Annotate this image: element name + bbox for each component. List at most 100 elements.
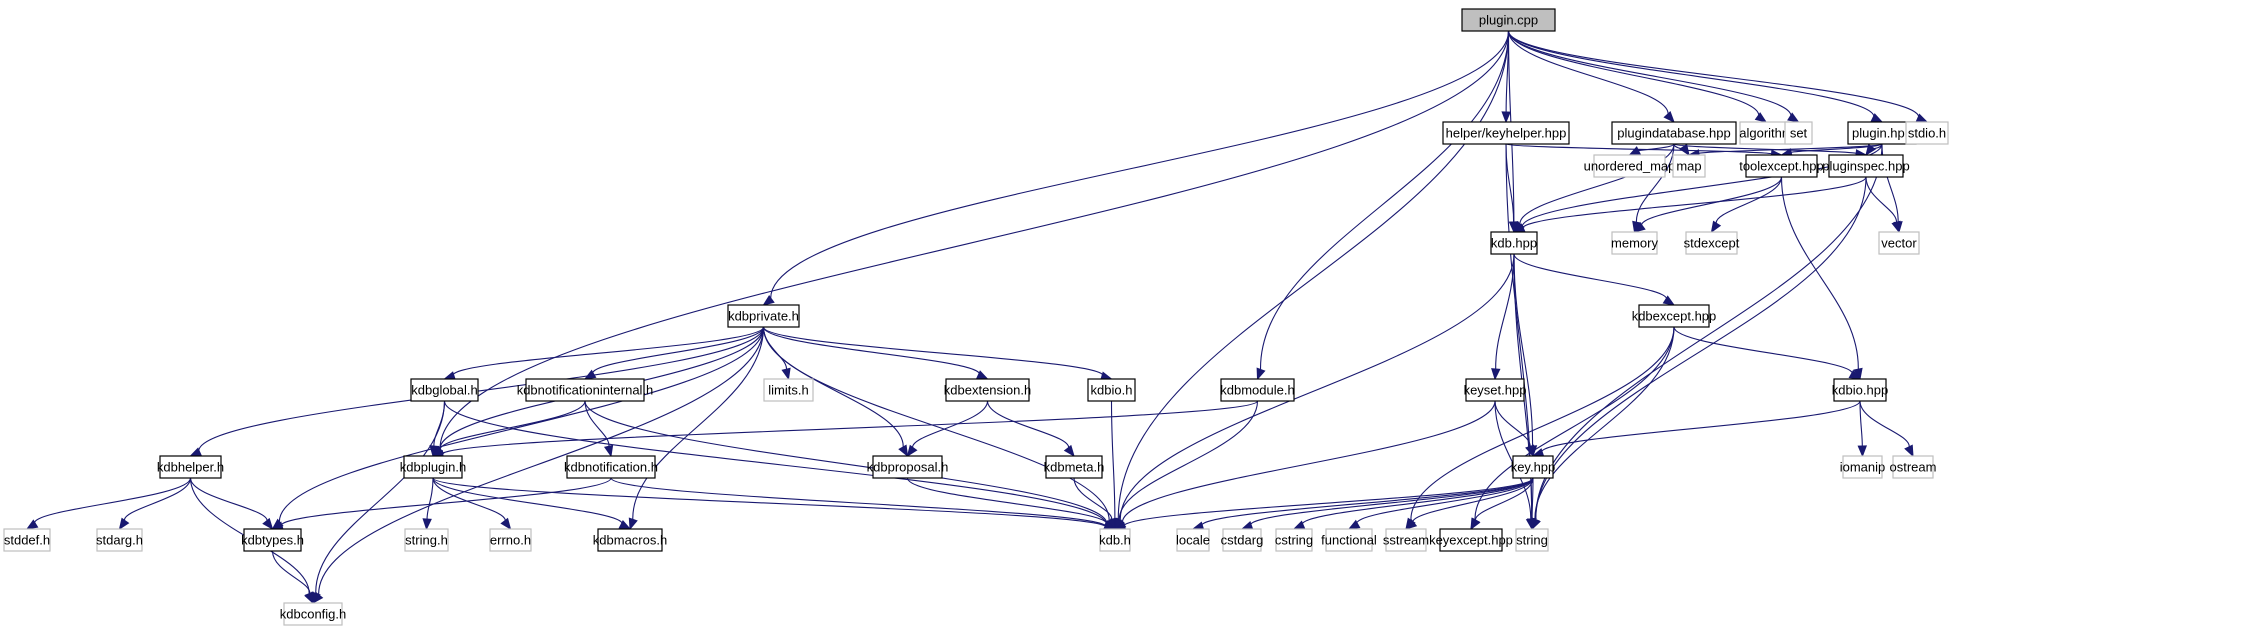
node-kdbprivate[interactable]: kdbprivate.h [727,304,800,328]
node-box [1842,455,1883,479]
edge-pluginspec-to-vector [1865,176,1901,234]
node-box [1465,378,1525,402]
node-kdb-hpp[interactable]: kdb.hpp [1490,231,1538,255]
node-label: kdbhelper.h [157,460,224,475]
edge-line [1865,176,1897,224]
edge-kdb_hpp-to-kdbexcept [1513,253,1676,306]
node-keyhelper[interactable]: helper/keyhelper.hpp [1442,121,1570,145]
edge-line [1531,477,1534,521]
node-label: kdb.h [1099,533,1131,548]
node-label: kdbnotification.h [564,460,658,475]
edge-line [1715,176,1783,225]
node-map: map [1672,154,1706,178]
node-label: errno.h [490,533,531,548]
arrowhead-icon [1662,295,1676,306]
edge-kdbexcept-to-string [1531,326,1675,531]
node-label: vector [1881,236,1917,251]
node-iomanip: iomanip [1840,455,1885,479]
edge-line [1641,176,1783,227]
edge-line [426,477,434,521]
edge-line [439,400,586,451]
arrowhead-icon [781,367,791,381]
node-label: keyexcept.hpp [1429,533,1513,548]
node-box [1745,154,1818,178]
node-kdbexcept[interactable]: kdbexcept.hpp [1632,304,1717,328]
node-kdbio-hpp[interactable]: kdbio.hpp [1832,378,1888,402]
node-box [1892,455,1934,479]
node-label: kdbextension.h [944,383,1031,398]
node-kdbnotifint[interactable]: kdbnotificationinternal.h [517,378,654,402]
edge-kdbextension-to-kdbproposal [906,400,989,458]
edge-line [1507,30,1669,116]
node-kdbmacros[interactable]: kdbmacros.h [593,528,667,552]
edge-line [1121,400,1496,525]
node-label: cstring [1275,533,1313,548]
node-algorithm: algorithm [1739,121,1793,145]
node-kdbmodule[interactable]: kdbmodule.h [1220,378,1295,402]
edge-key_hpp-to-locale [1191,477,1534,531]
node-kdbglobal[interactable]: kdbglobal.h [410,378,479,402]
node-plugindatabase[interactable]: plugindatabase.hpp [1611,121,1737,145]
node-kdbplugin[interactable]: kdbplugin.h [400,455,467,479]
node-kdbnotif[interactable]: kdbnotification.h [564,455,658,479]
edge-kdbprivate-to-kdbmacros [628,326,765,531]
edge-line [34,477,192,525]
node-kdbmeta[interactable]: kdbmeta.h [1044,455,1105,479]
arrowhead-icon [1114,517,1125,531]
edge-kdbprivate-to-kdbio_h [762,326,1113,381]
edge-kdbnotif-to-kdb_h [610,477,1117,532]
node-label: kdbtypes.h [241,533,304,548]
edge-kdbnotifint-to-kdbplugin [431,400,586,457]
node-label: kdbconfig.h [280,607,347,622]
edge-line [1507,30,1760,117]
node-key-hpp[interactable]: key.hpp [1511,455,1556,479]
edge-line [906,477,1108,526]
node-kdbio-h[interactable]: kdbio.h [1087,378,1136,402]
arrowhead-icon [25,519,39,530]
node-label: kdbexcept.hpp [1632,309,1717,324]
edge-kdb_hpp-to-keyset [1491,253,1515,381]
node-pluginspec[interactable]: pluginspec.hpp [1822,154,1910,178]
node-plugin-hpp[interactable]: plugin.hpp [1847,121,1917,145]
node-box [1512,455,1554,479]
node-vector: vector [1878,231,1920,255]
arrowhead-icon [1106,517,1116,531]
edge-line [441,400,1259,456]
edge-key_hpp-to-string [1527,477,1537,531]
arrowhead-icon [1404,518,1418,530]
arrowhead-icon [1628,146,1642,156]
edge-line [1534,326,1675,521]
edge-kdbexcept-to-keyexcept [1470,326,1675,531]
node-kdbhelper[interactable]: kdbhelper.h [157,455,224,479]
node-kdbproposal[interactable]: kdbproposal.h [867,455,949,479]
node-plugin-cpp: plugin.cpp [1461,8,1556,32]
node-box [566,455,656,479]
node-keyset[interactable]: keyset.hpp [1464,378,1527,402]
edge-kdbextension-to-kdbmeta [986,400,1075,458]
edge-plugin_hpp-to-string [1531,143,1883,531]
node-label: memory [1611,236,1658,251]
node-label: kdbmeta.h [1044,460,1105,475]
arrowhead-icon [1347,519,1361,530]
arrowhead-icon [1754,112,1768,123]
arrowhead-icon [1663,111,1675,123]
node-toolexcept[interactable]: toolexcept.hpp [1739,154,1824,178]
arrowhead-icon [898,444,909,458]
edge-kdbglobal-to-kdbplugin [429,400,446,458]
edge-line [443,400,1108,526]
edge-line [1495,253,1515,371]
arrowhead-icon [1256,367,1266,381]
arrowhead-icon [1891,220,1901,234]
node-label: kdbnotificationinternal.h [517,383,654,398]
edge-line [439,30,1510,451]
node-kdbtypes[interactable]: kdbtypes.h [241,528,304,552]
node-kdbextension[interactable]: kdbextension.h [944,378,1031,402]
node-keyexcept[interactable]: keyexcept.hpp [1429,528,1513,552]
arrowhead-icon [1491,368,1501,381]
node-box [403,455,463,479]
edge-line [1673,143,1858,155]
arrowhead-icon [583,369,597,380]
node-label: plugin.hpp [1852,126,1912,141]
arrowhead-icon [1525,444,1535,458]
edge-toolexcept-to-stdexcept [1710,176,1783,234]
